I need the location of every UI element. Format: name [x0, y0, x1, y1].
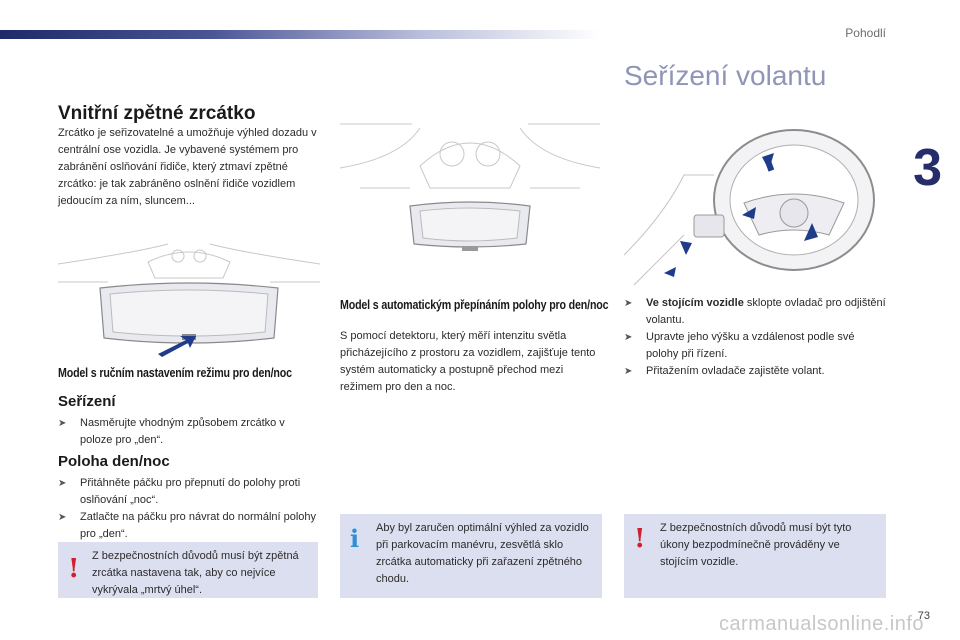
steering-steps: ➤Ve stojícím vozidle sklopte ovladač pro… — [624, 295, 886, 380]
adjust-arrow-icon — [664, 153, 818, 277]
mirror-intro: Zrcátko je seřizovatelné a umožňuje výhl… — [58, 127, 317, 207]
arrow-bullet-icon: ➤ — [624, 298, 633, 309]
list-item: ➤Ve stojícím vozidle sklopte ovladač pro… — [624, 297, 886, 326]
steering-wheel-illustration — [624, 115, 886, 287]
daynight-steps: ➤Přitáhněte páčku pro přepnutí do polohy… — [58, 475, 318, 543]
page-number: 73 — [917, 610, 930, 622]
arrow-bullet-icon: ➤ — [624, 332, 633, 343]
watermark: carmanualsonline.info — [718, 613, 924, 635]
info-text: Aby byl zaručen optimální výhled za vozi… — [376, 522, 589, 585]
lever-arrow-icon — [158, 336, 196, 357]
list-item: ➤Přitažením ovladače zajistěte volant. — [624, 363, 886, 380]
chapter-number: 3 — [913, 139, 942, 197]
adjust-steps: ➤Nasměrujte vhodným způsobem zrcátko v p… — [58, 415, 318, 449]
header-gradient-bar — [0, 30, 600, 39]
mirror-warning-box: ! Z bezpečnostních důvodů musí být zpětn… — [58, 542, 318, 598]
arrow-bullet-icon: ➤ — [58, 478, 67, 489]
steering-warning-text: Z bezpečnostních důvodů musí být tyto úk… — [660, 522, 852, 568]
mirror-warning-text: Z bezpečnostních důvodů musí být zpětná … — [92, 550, 299, 596]
step1-bold: Ve stojícím vozidle — [646, 297, 744, 309]
adjust-heading: Seřízení — [58, 393, 116, 410]
steering-warning-box: ! Z bezpečnostních důvodů musí být tyto … — [624, 514, 886, 598]
info-box: i Aby byl zaručen optimální výhled za vo… — [340, 514, 602, 598]
auto-mirror-illustration — [340, 118, 600, 258]
auto-model-text: S pomocí detektoru, který měří intenzitu… — [340, 330, 596, 393]
manual-model-heading: Model s ručním nastavením režimu pro den… — [58, 365, 292, 380]
exclamation-icon: ! — [68, 554, 80, 584]
exclamation-icon: ! — [634, 524, 646, 554]
arrow-bullet-icon: ➤ — [58, 418, 67, 429]
steering-title: Seřízení volantu — [624, 60, 827, 91]
manual-mirror-illustration — [58, 242, 320, 358]
mirror-title: Vnitřní zpětné zrcátko — [58, 103, 256, 124]
arrow-bullet-icon: ➤ — [624, 366, 633, 377]
arrow-bullet-icon: ➤ — [58, 512, 67, 523]
list-item: ➤Zatlačte na páčku pro návrat do normáln… — [58, 511, 317, 540]
auto-model-heading: Model s automatickým přepínáním polohy p… — [340, 297, 609, 312]
list-item: ➤Přitáhněte páčku pro přepnutí do polohy… — [58, 477, 301, 506]
info-i-icon: i — [350, 524, 360, 553]
list-item: ➤Nasměrujte vhodným způsobem zrcátko v p… — [58, 417, 285, 446]
section-label: Pohodlí — [845, 26, 886, 40]
list-item: ➤Upravte jeho výšku a vzdálenost podle s… — [624, 331, 855, 360]
daynight-heading: Poloha den/noc — [58, 453, 170, 470]
